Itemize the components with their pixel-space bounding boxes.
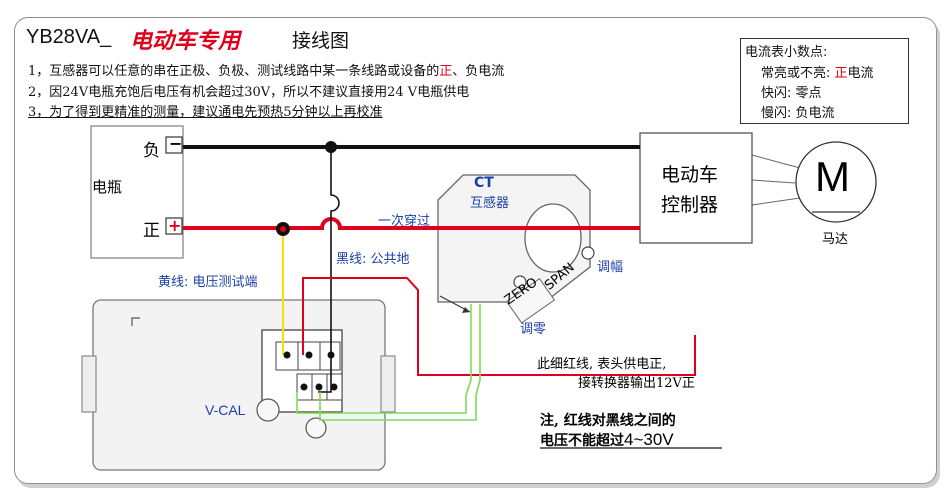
note-1-highlight: 正 [439,64,453,79]
wire-red-power [302,277,696,376]
motor-label: 马达 [822,232,849,247]
controller-box [639,132,753,244]
title-wiring-diagram: 接线图 [292,30,350,52]
warning-line-2-pre: 电压不能超过 [540,433,624,449]
motor-symbol: M [815,153,850,200]
ct-pass-through-label: 一次穿过 [378,214,431,229]
ct-subtitle: 互感器 [470,196,510,211]
ct-span-pot[interactable] [581,246,595,260]
legend-line-1: 常亮或不亮: 正电流 [761,62,874,81]
node-positive-center [280,226,286,232]
decimal-point-legend: 电流表小数点: 常亮或不亮: 正电流 快闪: 零点 慢闪: 负电流 [740,38,909,124]
legend-line-1-pre: 常亮或不亮: [761,66,835,81]
red-wire-label-2: 接转换器输出12V正 [578,376,695,391]
wire-black-connector [318,368,332,393]
warning-voltage-range: 4~30V [624,430,674,449]
note-1: 1，互感器可以任意的串在正极、负极、测试线路中某一条线路或设备的正、负电流 [28,60,504,79]
note-1-pre: 1，互感器可以任意的串在正极、负极、测试线路中某一条线路或设备的 [28,64,440,79]
battery-label: 电瓶 [92,178,123,196]
minus-symbol: − [169,134,183,153]
controller-label-2: 控制器 [661,194,719,216]
vcal-label: V-CAL [205,402,246,418]
ct-arrow-head [462,307,470,313]
yellow-wire-label: 黄线: 电压测试端 [158,275,258,290]
legend-line-2: 快闪: 零点 [761,86,822,101]
note-1-post: 、负电流 [452,64,505,79]
note-2: 2，因24V电瓶充饱后电压有机会超过30V，所以不建议直接用24 V电瓶供电 [28,85,470,100]
legend-line-1-post: 电流 [847,66,874,81]
ct-zero-label-plate [506,278,556,324]
plus-symbol: + [168,216,182,235]
ct-zero-pot[interactable] [513,275,527,289]
ct-title: CT [474,175,494,191]
legend-line-3: 慢闪: 负电流 [761,106,835,121]
legend-line-1-highlight: 正 [834,66,848,81]
controller-label-1: 电动车 [661,164,719,186]
diagram-frame [14,17,937,484]
ct-zero-cn-label: 调零 [520,322,547,337]
meter-connector-dividers [297,342,328,400]
wire-green-2 [319,304,481,421]
battery-positive-terminal [165,217,183,235]
meter-right-clip [380,355,396,413]
node-negative [325,141,337,153]
battery-negative-terminal [165,136,183,154]
meter-corner-mark [131,317,140,326]
meter-hole [305,417,327,439]
legend-title: 电流表小数点: [745,45,828,60]
ct-hole [524,203,582,273]
wire-green-1 [296,304,472,414]
connector-pins [283,351,338,391]
black-wire-label: 黑线: 公共地 [336,252,410,267]
wire-black-ground [330,147,340,368]
title-ev-only: 电动车专用 [130,29,241,54]
warning-line-1: 注, 红线对黑线之间的 [540,413,676,429]
battery-positive-label: 正 [143,221,160,241]
battery-negative-label: 负 [143,141,160,161]
title-model: YB28VA_ [26,26,112,48]
note-3: 3，为了得到更精准的测量，建议通电先预热5分钟以上再校准 [28,105,383,120]
vcal-pot[interactable] [256,398,280,422]
meter-left-clip [81,355,97,413]
red-wire-label-1: 此细红线, 表头供电正, [537,357,667,372]
motor-circle [795,141,877,223]
ct-span-cn-label: 调幅 [597,260,624,275]
motor-lines [751,154,801,206]
warning-line-2: 电压不能超过4~30V [540,430,674,450]
